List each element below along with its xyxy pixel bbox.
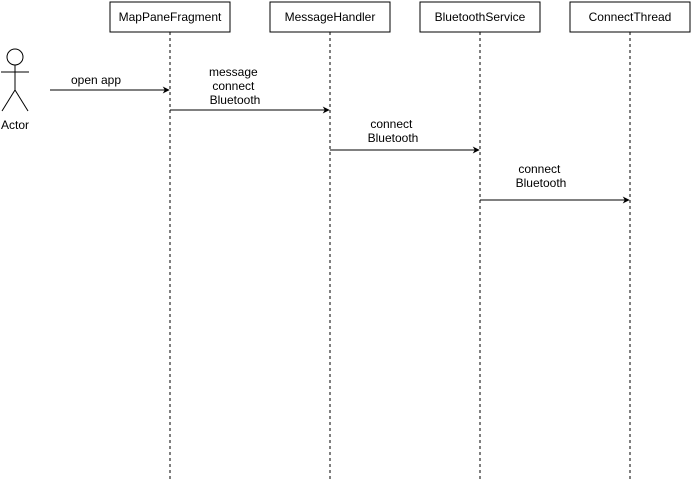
participant-messagehandler[interactable]: MessageHandler xyxy=(269,1,391,482)
message-label: connect Bluetooth xyxy=(516,162,567,190)
message-connect-bluetooth-thread[interactable]: connect Bluetooth xyxy=(480,162,630,204)
message-label-line: message xyxy=(209,65,258,79)
participant-label-mappanefragment: MapPaneFragment xyxy=(119,10,222,24)
message-connect-bluetooth-handler[interactable]: message connect Bluetooth xyxy=(170,65,330,114)
message-label-line: connect xyxy=(518,162,561,176)
actor-icon xyxy=(1,48,29,112)
message-label-line: Bluetooth xyxy=(210,93,261,107)
actor-label: Actor xyxy=(1,118,29,132)
message-label: message connect Bluetooth xyxy=(209,65,261,107)
message-label-line: Bluetooth xyxy=(368,131,419,145)
message-label-line: open app xyxy=(71,73,121,87)
message-label: open app xyxy=(71,73,121,87)
actor[interactable]: Actor xyxy=(1,48,29,132)
participant-box-mappanefragment xyxy=(109,1,231,33)
participant-label-bluetoothservice: BluetoothService xyxy=(435,10,526,24)
participant-box-messagehandler xyxy=(269,1,391,33)
message-label: connect Bluetooth xyxy=(368,117,419,145)
message-connect-bluetooth-service[interactable]: connect Bluetooth xyxy=(330,117,480,154)
participant-box-bluetoothservice xyxy=(419,1,541,33)
message-label-line: connect xyxy=(370,117,413,131)
participant-bluetoothservice[interactable]: BluetoothService xyxy=(419,1,541,482)
message-label-line: Bluetooth xyxy=(516,176,567,190)
participant-label-connectthread: ConnectThread xyxy=(589,10,672,24)
participant-label-messagehandler: MessageHandler xyxy=(285,10,376,24)
participant-mappanefragment[interactable]: MapPaneFragment xyxy=(109,1,231,482)
message-open-app[interactable]: open app xyxy=(50,73,170,94)
participant-box-connectthread xyxy=(569,1,691,33)
participant-connectthread[interactable]: ConnectThread xyxy=(569,1,691,482)
message-label-line: connect xyxy=(212,79,255,93)
